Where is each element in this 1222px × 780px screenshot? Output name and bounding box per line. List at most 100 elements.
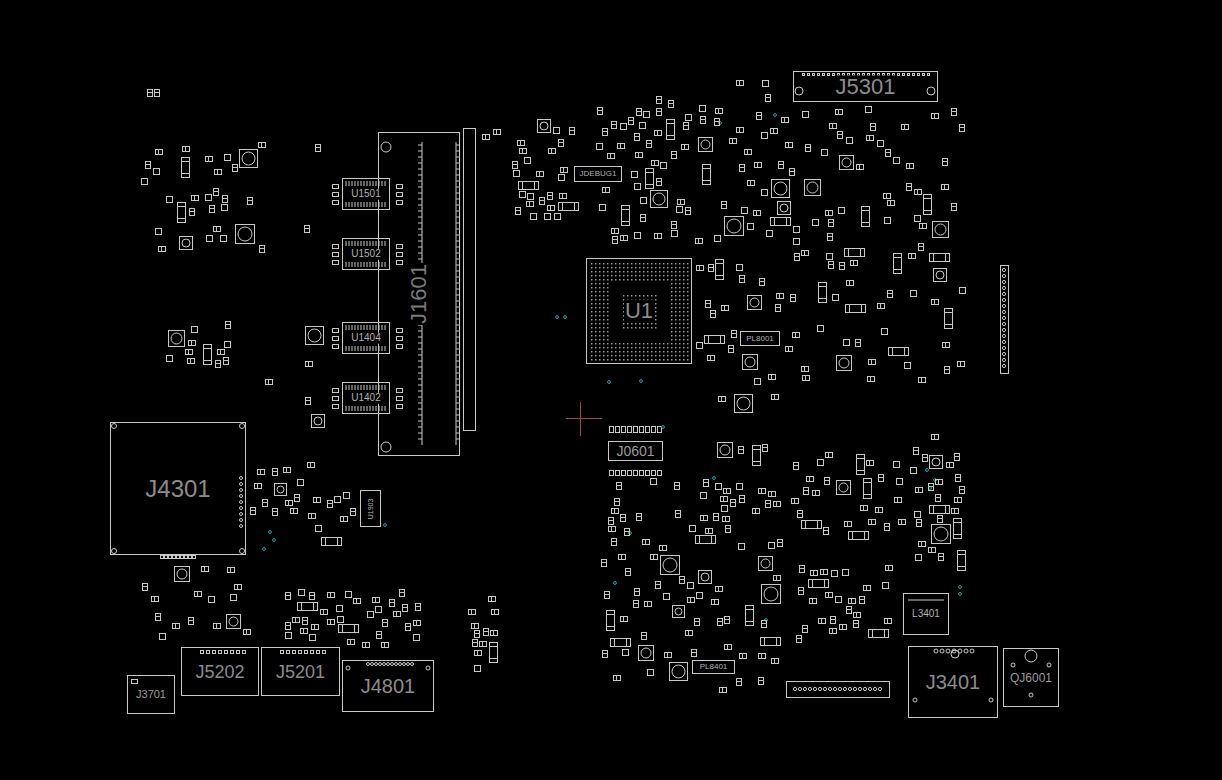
smd-part: [226, 322, 231, 329]
bga-ball: [655, 319, 657, 321]
pad-divider: [725, 517, 726, 521]
pad-divider: [351, 511, 355, 512]
bga-ball: [607, 299, 609, 301]
pad-divider: [520, 141, 521, 145]
bga-ball: [615, 275, 617, 277]
part-outline: J4301: [110, 422, 246, 555]
smd-part: [310, 593, 315, 600]
part-outline: U1502: [342, 238, 390, 270]
smd-part: [214, 624, 221, 629]
pad-divider: [161, 247, 162, 251]
smd-part: [697, 343, 703, 349]
bga-ball: [611, 263, 613, 265]
inductor-core: [182, 239, 190, 247]
bga-ball: [623, 295, 625, 297]
pad-divider: [156, 616, 160, 617]
bga-ball: [627, 279, 629, 281]
connector-pad: [652, 471, 656, 476]
pad-divider: [849, 305, 850, 312]
smd-part: [743, 355, 758, 370]
bga-ball: [631, 355, 633, 357]
ball-row: [358, 181, 359, 186]
bga-ball: [639, 359, 641, 361]
smd-part: [805, 180, 821, 196]
smd-part: [146, 162, 151, 169]
ball-row: [370, 385, 371, 390]
bga-ball: [603, 287, 605, 289]
pad-divider: [646, 172, 653, 173]
bga-ball: [607, 347, 609, 349]
part-label: L3401: [911, 609, 941, 620]
bga-ball: [615, 267, 617, 269]
bga-ball: [651, 323, 653, 325]
bga-ball: [607, 267, 609, 269]
ball-row: [355, 325, 356, 330]
smd-part: [613, 237, 618, 244]
smd-part: [958, 551, 966, 571]
contact: [853, 687, 856, 690]
smd-part: [475, 651, 482, 656]
ball-row: [367, 241, 368, 246]
contact: [240, 513, 243, 516]
inductor-core: [675, 608, 682, 615]
bga-ball: [599, 315, 601, 317]
ball-row: [358, 325, 359, 330]
smd-part: [167, 197, 173, 203]
smd-part: [955, 454, 960, 461]
smd-part: [746, 606, 754, 626]
smd-part: [943, 343, 950, 348]
smd-part: [228, 568, 235, 573]
smd-part: [248, 198, 253, 205]
pad-divider: [473, 642, 477, 643]
pad-divider: [260, 470, 261, 474]
bga-ball: [651, 275, 653, 277]
pad-divider: [178, 206, 185, 207]
smd-part: [657, 97, 662, 104]
smd-part: [647, 141, 652, 148]
pad-divider: [860, 599, 864, 600]
bga-ball: [683, 299, 685, 301]
inductor-core: [750, 298, 759, 307]
pad-divider: [774, 659, 775, 663]
contact-pad: [225, 651, 228, 654]
bga-ball: [663, 271, 665, 273]
smd-part: [766, 95, 771, 102]
contact: [813, 687, 816, 690]
pad-divider: [779, 164, 783, 165]
bga-ball: [687, 287, 689, 289]
smd-part: [792, 499, 799, 504]
smd-part: [514, 171, 520, 177]
smd-part: [793, 333, 800, 338]
bga-ball: [623, 271, 625, 273]
pad-divider: [416, 621, 417, 625]
smd-part: [846, 305, 866, 313]
smd-part: [822, 150, 828, 156]
pad-divider: [880, 304, 881, 308]
pad-divider: [840, 265, 844, 266]
pad-divider: [194, 196, 195, 200]
smd-part: [725, 617, 730, 624]
chip-pad: [397, 337, 403, 341]
smd-part: [800, 566, 805, 573]
pad-divider: [774, 218, 775, 225]
pad-divider: [715, 121, 719, 122]
bga-ball: [671, 291, 673, 293]
smd-part: [400, 590, 405, 597]
smd-part: [559, 140, 564, 147]
smd-part: [306, 327, 324, 345]
smd-part: [860, 597, 865, 604]
pad-divider: [918, 488, 919, 492]
hole-outline: [112, 424, 117, 429]
smd-part: [720, 688, 727, 693]
smd-part: [173, 624, 180, 629]
inductor-core: [727, 219, 741, 233]
smd-part: [952, 109, 957, 116]
connector-pin: [903, 74, 905, 76]
smd-part: [802, 521, 822, 529]
pad-divider: [672, 154, 676, 155]
smd-part: [715, 119, 720, 126]
smd-part: [740, 496, 745, 503]
bga-ball: [591, 303, 593, 305]
pad-divider: [885, 526, 889, 527]
bga-ball: [595, 287, 597, 289]
